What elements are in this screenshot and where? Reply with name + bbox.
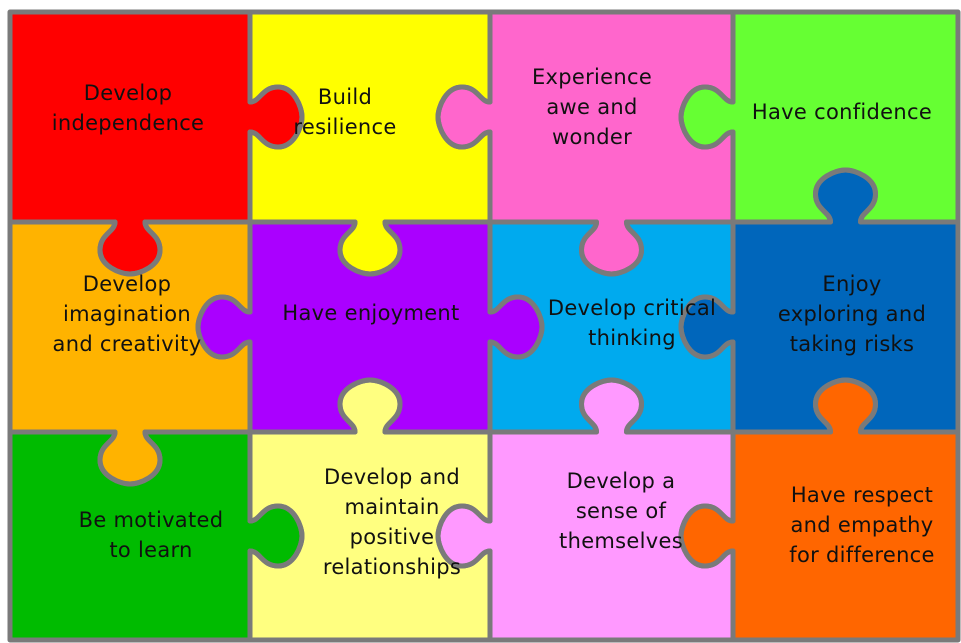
piece-label-11: Develop a sense of themselves [559, 469, 683, 553]
puzzle-piece-2 [250, 12, 490, 274]
piece-label-line: Develop critical [548, 296, 716, 320]
puzzle-piece-10 [250, 380, 490, 640]
piece-outlines [7, 9, 961, 643]
piece-label-2: Build resilience [293, 85, 396, 139]
piece-label-line: to learn [109, 538, 192, 562]
piece-label-line: themselves [559, 529, 683, 553]
piece-label-line: sense of [576, 499, 667, 523]
piece-label-line: resilience [293, 115, 396, 139]
piece-label-line: maintain [344, 495, 439, 519]
piece-label-line: wonder [552, 125, 632, 149]
piece-label-line: Develop a [567, 469, 676, 493]
piece-label-5: Develop imagination and creativity [53, 272, 202, 356]
piece-label-7: Develop critical thinking [548, 296, 716, 350]
piece-label-line: imagination [63, 302, 191, 326]
piece-label-12: Have respect and empathy for difference [789, 483, 935, 567]
puzzle-piece-1 [10, 12, 302, 274]
piece-label-6: Have enjoyment [282, 301, 459, 325]
puzzle-piece-8 [681, 170, 958, 432]
piece-label-line: Develop [83, 272, 172, 296]
puzzle-piece-5 [10, 222, 250, 484]
piece-label-line: Enjoy [822, 272, 881, 296]
piece-label-line: Have enjoyment [282, 301, 459, 325]
puzzle-piece-3 [438, 12, 733, 274]
piece-fills [10, 12, 958, 640]
puzzle-piece-7 [490, 222, 733, 432]
piece-label-line: and empathy [790, 513, 933, 537]
piece-label-8: Enjoy exploring and taking risks [778, 272, 926, 356]
piece-label-line: Be motivated [79, 508, 224, 532]
puzzle-piece-6 [198, 222, 542, 432]
piece-label-line: Build [318, 85, 372, 109]
puzzle-piece-outline-12 [678, 377, 961, 643]
piece-labels: Develop independence Build resilience Experi… [52, 65, 935, 579]
puzzle-piece-9 [10, 432, 302, 640]
piece-label-4: Have confidence [752, 100, 932, 124]
piece-label-1: Develop independence [52, 81, 205, 135]
piece-label-line: thinking [588, 326, 676, 350]
puzzle-piece-11 [438, 380, 733, 640]
puzzle-piece-12 [681, 380, 958, 640]
piece-label-line: taking risks [790, 332, 915, 356]
puzzle-piece-4 [681, 12, 958, 222]
piece-label-line: Develop and [324, 465, 460, 489]
piece-label-3: Experience awe and wonder [532, 65, 652, 149]
piece-label-9: Be motivated to learn [79, 508, 224, 562]
piece-label-line: Have confidence [752, 100, 932, 124]
piece-label-line: Develop [84, 81, 173, 105]
piece-label-line: independence [52, 111, 205, 135]
piece-label-10: Develop and maintain positive relationships [323, 465, 461, 579]
piece-label-line: relationships [323, 555, 461, 579]
piece-label-line: awe and [546, 95, 637, 119]
piece-label-line: Experience [532, 65, 652, 89]
piece-label-line: for difference [789, 543, 935, 567]
piece-label-line: Have respect [791, 483, 933, 507]
piece-label-line: and creativity [53, 332, 202, 356]
piece-label-line: exploring and [778, 302, 926, 326]
piece-label-line: positive [350, 525, 435, 549]
